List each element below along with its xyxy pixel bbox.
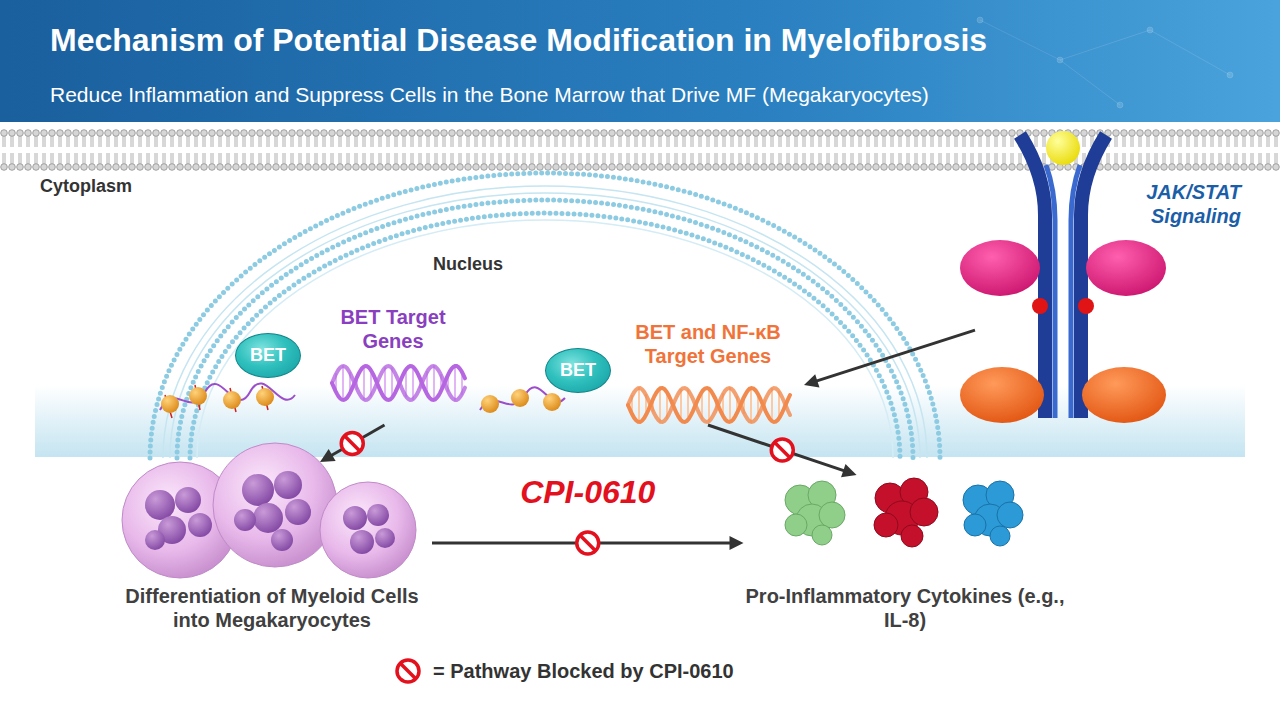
legend-item: = Pathway Blocked by CPI-0610 — [393, 656, 734, 686]
block-symbol — [341, 433, 363, 455]
drug-label: CPI-0610 — [516, 474, 659, 511]
receptor: JAK/STAT Signaling — [975, 130, 1247, 420]
node-text: BET and NF-κB Target Genes — [612, 320, 804, 368]
node-text: BET — [560, 360, 596, 382]
gene-label-box: BET and NF-κB Target Genes — [612, 320, 804, 425]
region-label: Cytoplasm — [40, 176, 132, 197]
block-symbol — [771, 439, 793, 461]
connector — [320, 425, 385, 462]
node-text: Differentiation of Myeloid Cells into Me… — [112, 584, 432, 632]
region-label: Nucleus — [433, 254, 503, 275]
bet-protein: BET — [545, 348, 611, 393]
subtitle: Reduce Inflammation and Suppress Cells i… — [50, 83, 929, 107]
block-symbol — [577, 532, 599, 554]
node-text: JAK/STAT Signaling — [1123, 180, 1241, 228]
title: Mechanism of Potential Disease Modificat… — [50, 22, 987, 59]
legend-text: = Pathway Blocked by CPI-0610 — [433, 660, 734, 683]
cell-group: Differentiation of Myeloid Cells into Me… — [112, 462, 432, 632]
node-text: BET — [250, 345, 286, 367]
connector — [708, 425, 857, 477]
connector — [804, 330, 975, 387]
block-symbol — [393, 656, 423, 686]
node-text: BET Target Genes — [308, 305, 478, 353]
bet-protein: BET — [235, 333, 301, 378]
gene-label-box: BET Target Genes — [308, 305, 478, 425]
cytokine-group: Pro-Inflammatory Cytokines (e.g., IL-8) — [744, 475, 1067, 632]
node-text: Pro-Inflammatory Cytokines (e.g., IL-8) — [745, 584, 1065, 632]
